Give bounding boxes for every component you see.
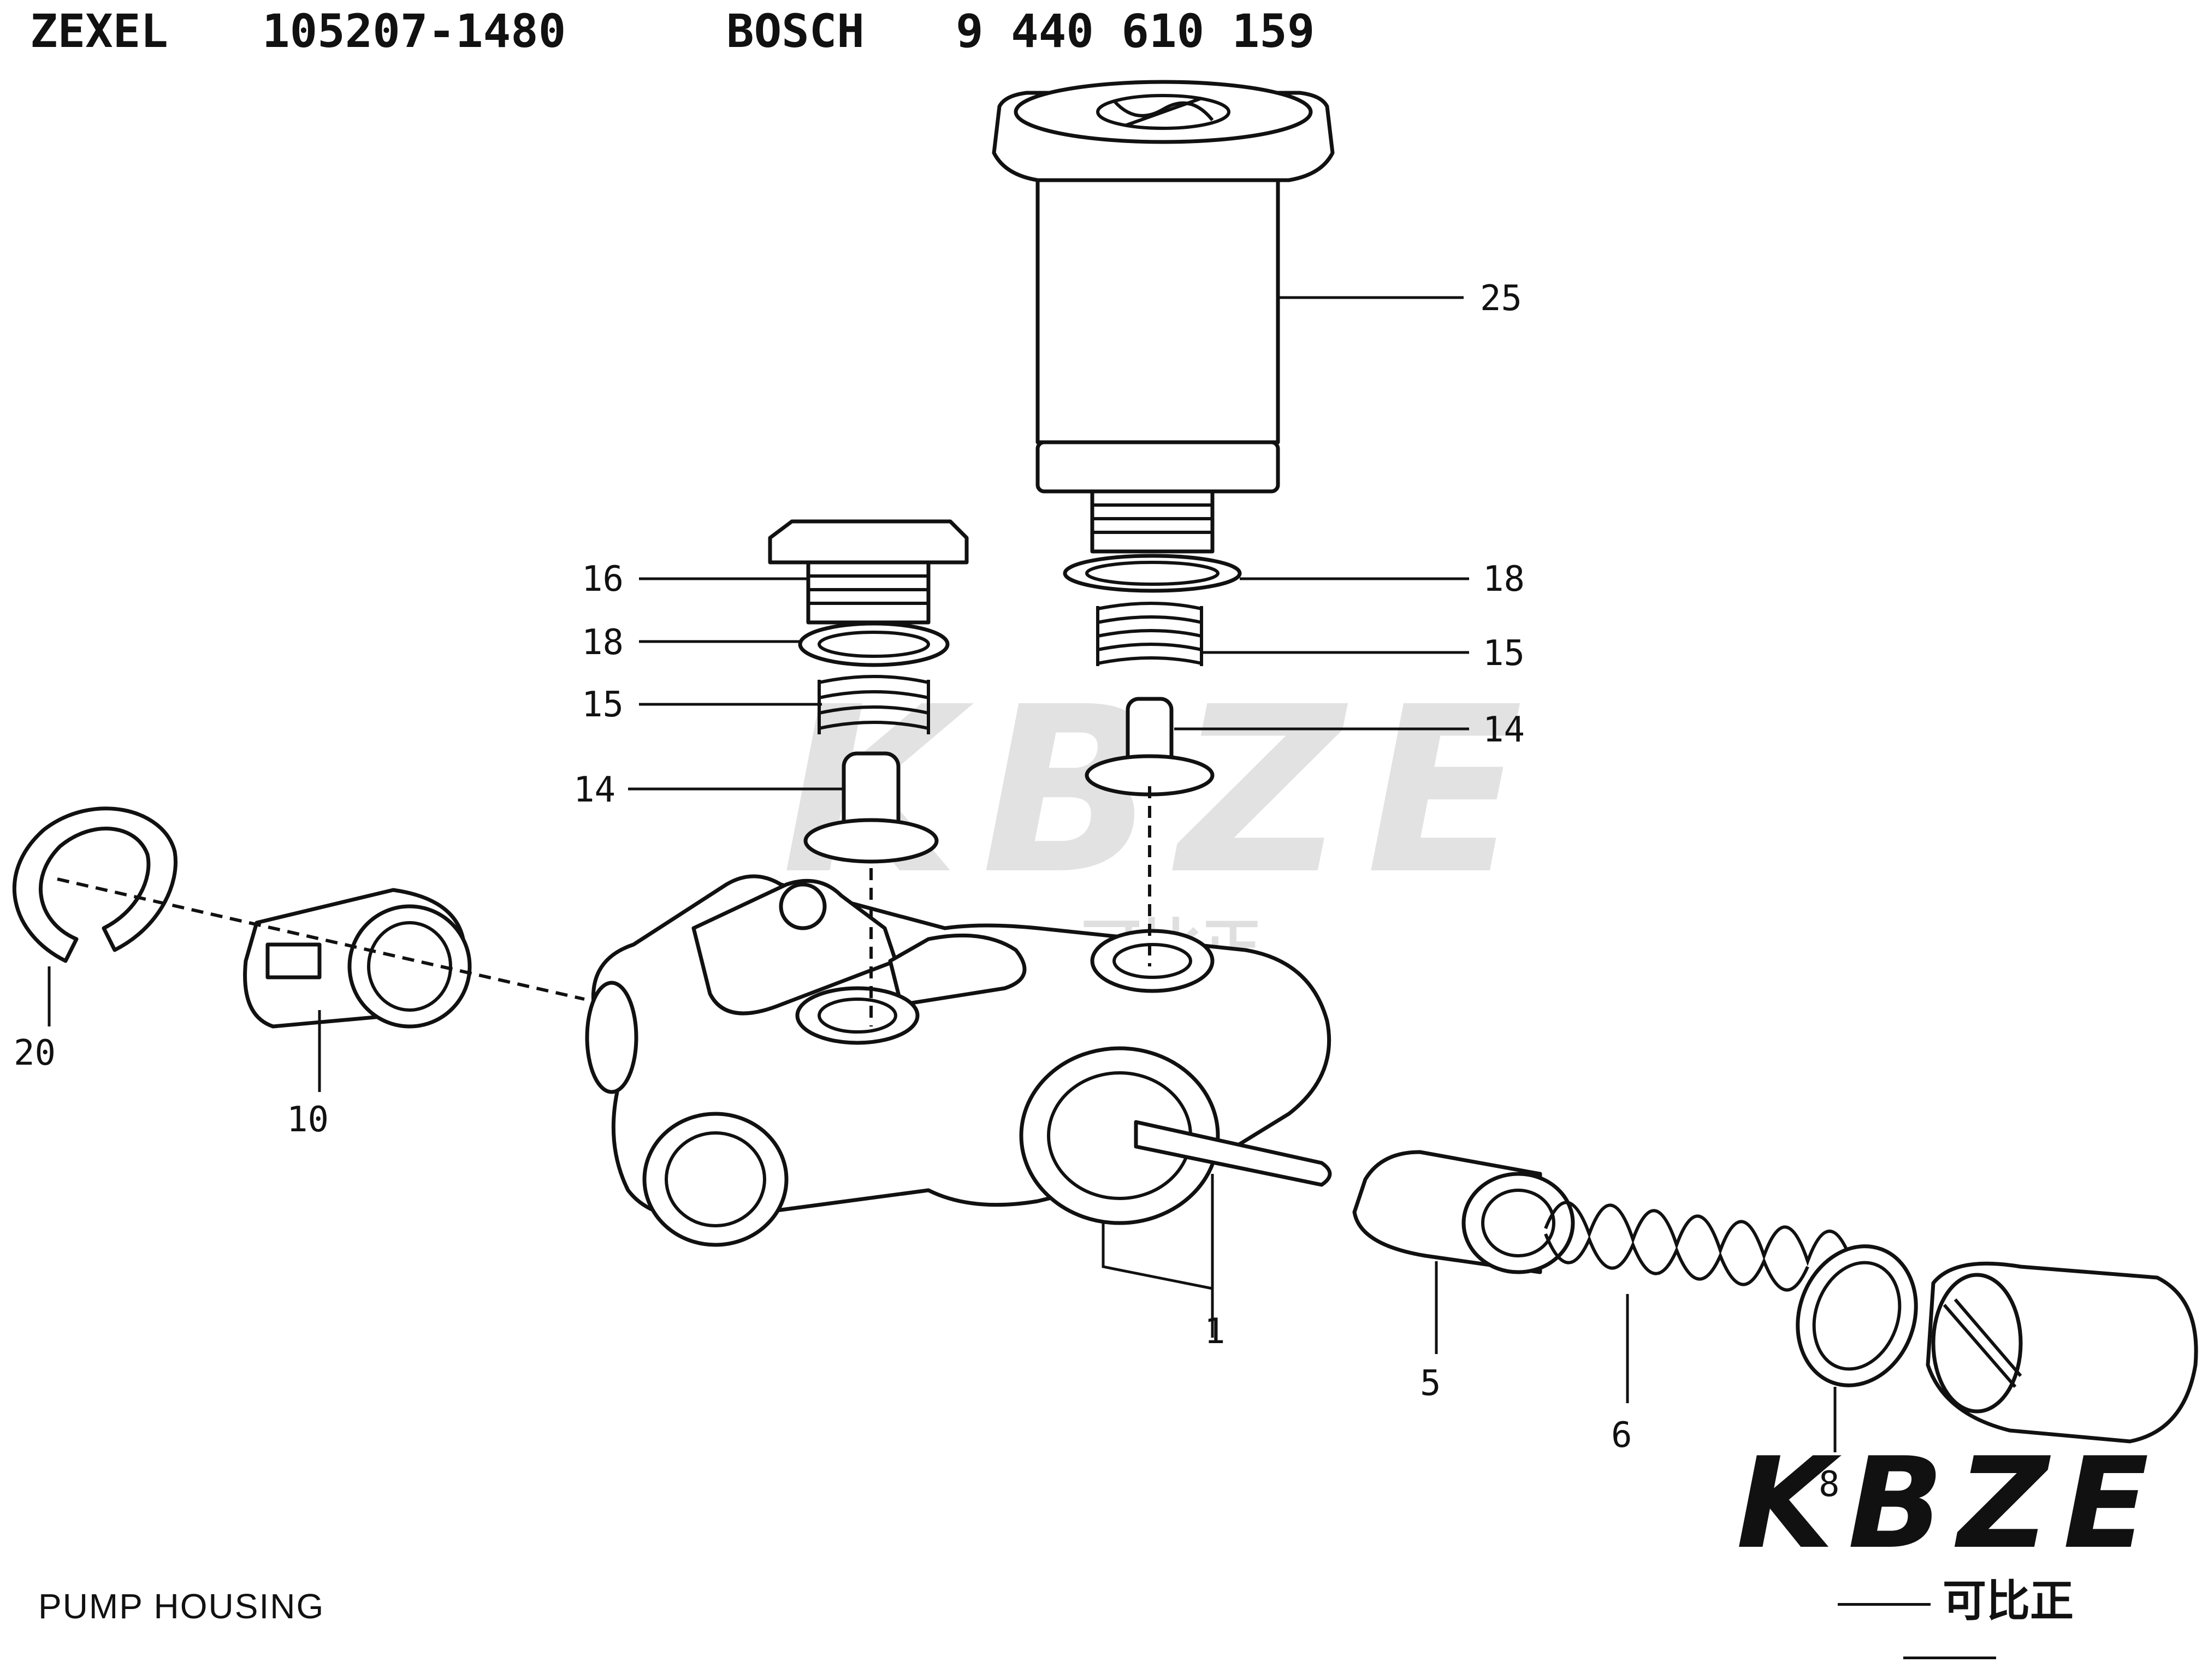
part-8-gasket (1796, 1244, 1918, 1387)
end-plug (1926, 1261, 2198, 1444)
part-10-sleeve (243, 888, 472, 1029)
callout-1: 1 (1204, 1311, 1226, 1352)
header-brand-zexel: ZEXEL (30, 4, 168, 58)
callout-10: 10 (287, 1100, 329, 1140)
part-25-filter-cylinder (992, 80, 1335, 554)
part-16-plug (768, 519, 969, 625)
callout-20: 20 (14, 1033, 56, 1073)
callout-14-left: 14 (573, 770, 615, 810)
part-1-pump-housing (585, 874, 1331, 1247)
callout-18-right: 18 (1483, 559, 1525, 599)
brand-logo-chinese: 可比正 (1775, 1566, 2124, 1680)
callout-14-right: 14 (1483, 710, 1525, 750)
part-20-snap-ring (12, 806, 177, 963)
part-14-valve-left (803, 751, 939, 864)
part-15-spring-left (818, 675, 930, 734)
callout-6: 6 (1611, 1415, 1632, 1456)
callout-16: 16 (582, 559, 624, 599)
callout-15-left: 15 (582, 685, 624, 725)
callout-8: 8 (1819, 1464, 1840, 1505)
callout-18-left: 18 (582, 622, 624, 663)
header-brand-bosch: BOSCH (726, 4, 865, 58)
callout-15-right: 15 (1483, 633, 1525, 674)
brand-logo: KBZE (1736, 1431, 2163, 1577)
diagram-caption: PUMP HOUSING (38, 1587, 325, 1626)
leader-lines (48, 296, 1837, 1452)
header-part-number-bosch: 9 440 610 159 (956, 4, 1315, 58)
part-15-spring-right (1096, 602, 1203, 666)
callout-25: 25 (1480, 278, 1522, 319)
part-14-valve-right (1085, 697, 1215, 797)
header-part-number-zexel: 105207-1480 (262, 4, 566, 58)
callout-5: 5 (1420, 1363, 1441, 1404)
pin (1134, 1120, 1332, 1187)
part-5-piston-cup (1352, 1150, 1575, 1274)
part-18-gasket-left (798, 621, 950, 667)
part-6-spring (1544, 1201, 1853, 1292)
